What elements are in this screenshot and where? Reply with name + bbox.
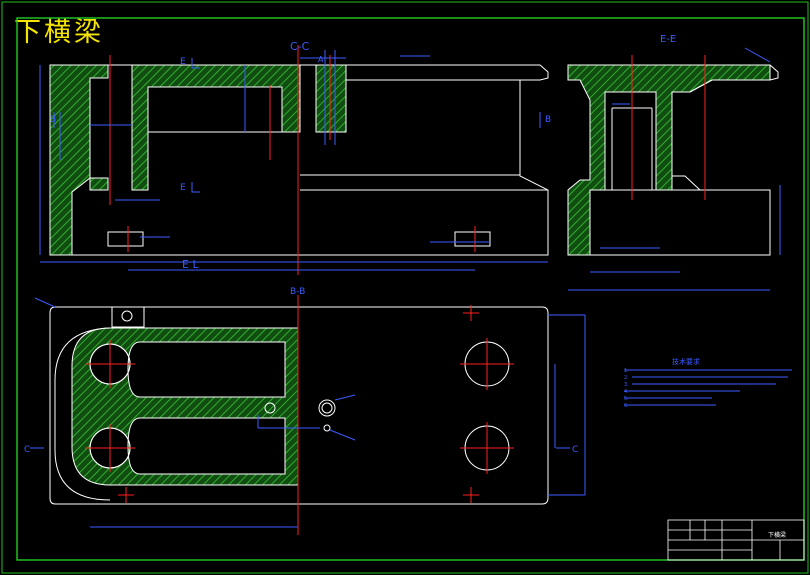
plan-outline — [49, 306, 549, 505]
section-ee-label: E-E — [660, 34, 676, 45]
drawing-title: 下横梁 — [14, 17, 104, 48]
marker-b-right: B — [545, 115, 551, 125]
marker-a-label: A — [318, 55, 324, 64]
title-block-part-name: 下横梁 — [768, 531, 786, 539]
tech-line-number: 1. — [624, 368, 629, 374]
plan-tab — [111, 306, 145, 328]
marker-c-top: C — [24, 445, 30, 455]
section-marker-e — [191, 58, 200, 69]
section-marker-e — [191, 182, 200, 193]
plan-small-hole — [264, 402, 276, 414]
front-view — [39, 45, 549, 275]
leader-line — [334, 394, 356, 401]
plan-small-hole — [323, 424, 331, 432]
marker-e-right: E — [180, 183, 186, 193]
section-cc-label: C-C — [290, 40, 310, 53]
tech-line-number: 5. — [624, 396, 629, 402]
leader-line — [744, 47, 771, 63]
title-block — [667, 519, 805, 561]
tech-line-number: 6. — [624, 403, 629, 409]
front-slot — [107, 231, 144, 247]
tech-line-number: 2. — [624, 375, 629, 381]
section-b-view — [30, 295, 586, 535]
front-hatch-left — [49, 64, 301, 256]
front-slot — [454, 231, 491, 247]
marker-c-bottom: C — [572, 445, 578, 455]
tech-requirements — [624, 369, 792, 406]
section-e-view — [567, 47, 781, 291]
tech-requirements-heading: 技术要求 — [672, 357, 700, 366]
section-bb-label: B-B — [290, 287, 305, 297]
dimension-ec-label: E L — [182, 258, 199, 271]
plan-small-hole — [321, 402, 333, 414]
plan-centerlines — [85, 295, 514, 535]
leader-line — [329, 429, 356, 441]
inner-frame — [16, 17, 805, 561]
plan-small-hole — [318, 399, 336, 417]
tech-line-number: 4. — [624, 389, 629, 395]
plan-round-corner — [54, 327, 111, 501]
plan-tab-hole — [121, 310, 133, 322]
marker-b-left: B — [50, 115, 56, 125]
tech-line-number: 3. — [624, 382, 629, 388]
leader-line — [34, 297, 56, 308]
marker-e-left: E — [180, 57, 186, 67]
